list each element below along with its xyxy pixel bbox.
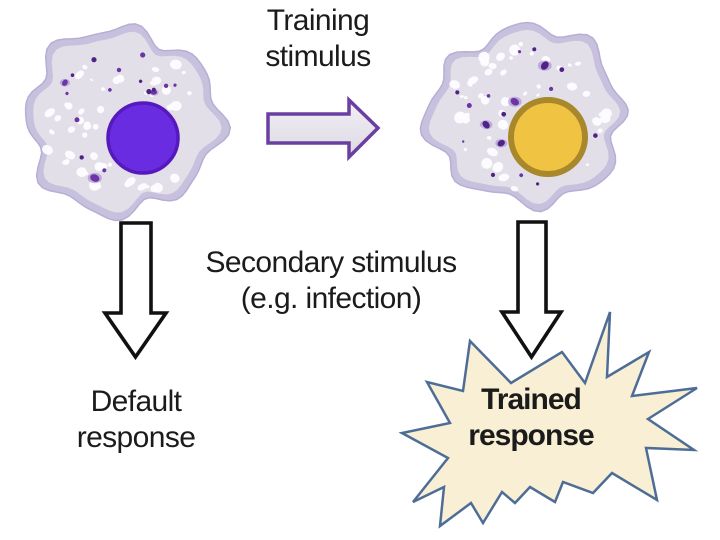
naive-cell-icon [24, 23, 232, 222]
down-arrow-left-icon [101, 221, 170, 361]
default-response-line2: response [76, 421, 196, 454]
trained-cell-icon [419, 21, 629, 213]
down-arrow-right-icon [498, 220, 565, 361]
default-response-line1: Default [90, 385, 182, 418]
default-response-label: Default response [26, 384, 246, 456]
starburst-icon [398, 311, 699, 529]
trained-response-line2: response [468, 419, 594, 452]
training-stimulus-line1: Training [266, 4, 370, 37]
secondary-stimulus-line2: (e.g. infection) [240, 282, 422, 315]
training-stimulus-line2: stimulus [265, 40, 371, 73]
training-arrow-icon [266, 95, 381, 162]
trained-response-label: Trained response [421, 382, 641, 454]
secondary-stimulus-label: Secondary stimulus (e.g. infection) [181, 245, 481, 317]
training-stimulus-label: Training stimulus [208, 3, 428, 75]
trained-response-line1: Trained [481, 383, 582, 416]
secondary-stimulus-line1: Secondary stimulus [205, 246, 458, 279]
